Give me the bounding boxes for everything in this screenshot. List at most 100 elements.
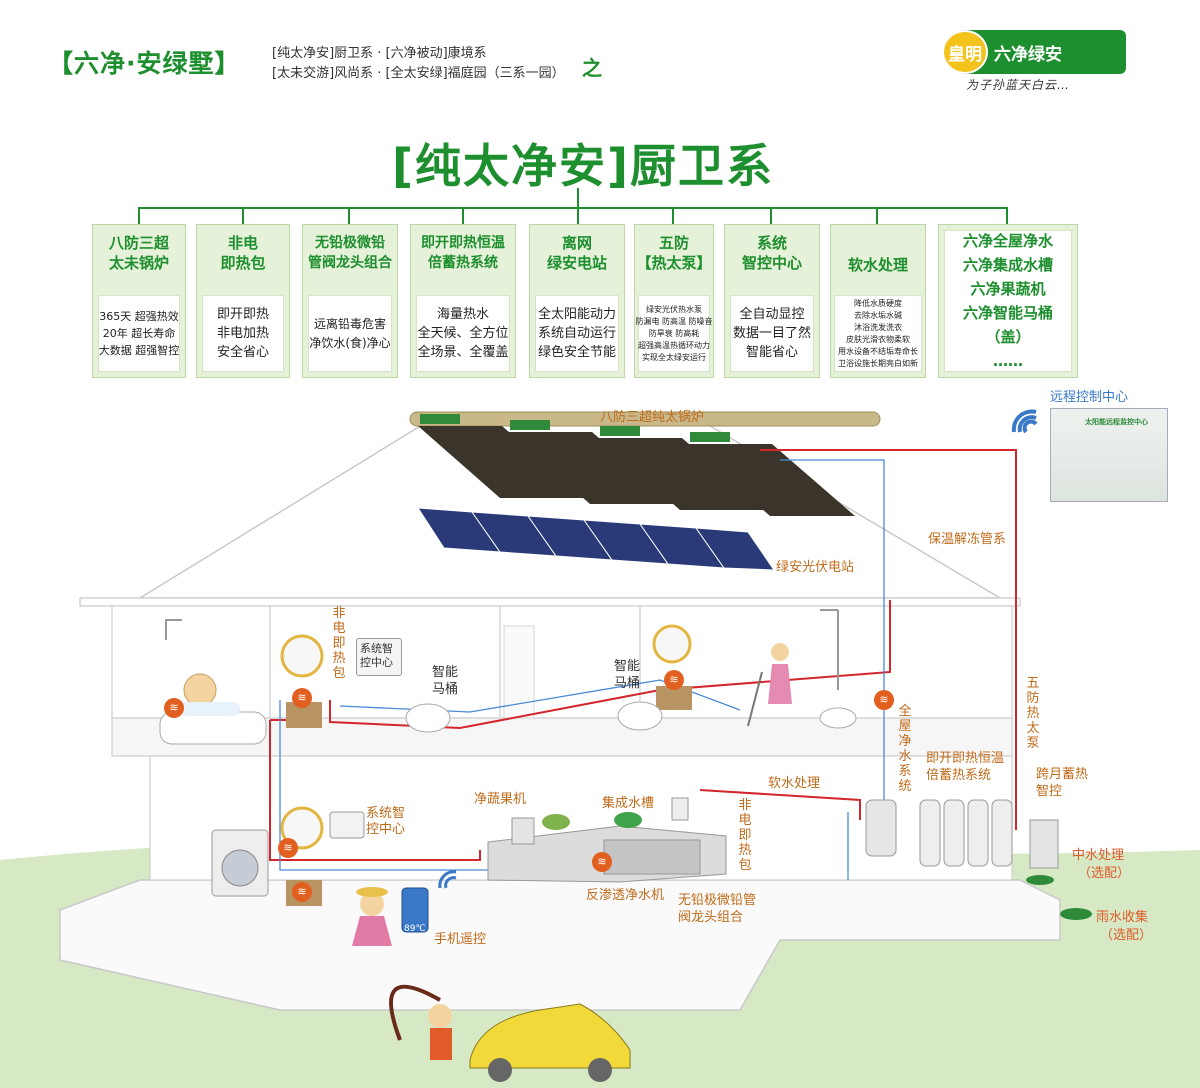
feature-card-smart-control: 系统智控中心 全自动显控 数据一目了然 智能省心 xyxy=(724,224,820,378)
feature-card-purification: 六净全屋净水 六净集成水槽 六净果蔬机 六净智能马桶（盖） …… xyxy=(938,224,1078,378)
tree-drop xyxy=(138,207,140,224)
smart-storage-label: 跨月蓄热智控 xyxy=(1036,767,1089,799)
feature-card-boiler: 八防三超太未锅炉 365天 超强热效 20年 超长寿命 大数据 超强智控 xyxy=(92,224,186,378)
card-body-line: 全场景、全覆盖 xyxy=(417,345,509,360)
feature-card-storage-system: 即开即热恒温倍蓄热系统 海量热水 全天候、全方位 全场景、全覆盖 xyxy=(410,224,516,378)
card-body-line: 实现全太绿安运行 xyxy=(642,352,706,362)
bathroom-mirror xyxy=(280,634,324,678)
tree-drop xyxy=(348,207,350,224)
tree-bar xyxy=(138,207,1008,209)
feature-card-heat-pump: 五防【热太泵】 绿安光伏热水泵 防漏电 防高温 防噪音 防旱衰 防高耗 超强高温… xyxy=(634,224,714,378)
card-body-line: 全太阳能动力 xyxy=(537,307,616,322)
remote-center-label: 远程控制中心 xyxy=(1050,390,1129,405)
control-panel-lower xyxy=(329,811,365,839)
tree-stem xyxy=(577,188,579,208)
whole-house-water-label: 全屋净水系统 xyxy=(898,704,912,794)
header-suffix: 之 xyxy=(582,56,602,80)
card-body-line: 365天 超强热效 xyxy=(99,310,179,323)
tree-drop xyxy=(1006,207,1008,224)
solar-collector-array xyxy=(409,411,881,516)
card-title-line: 软水处理 xyxy=(847,256,908,274)
card-body-line: 降低水质硬度 xyxy=(854,298,902,308)
bidet xyxy=(819,707,857,729)
feature-card-offgrid-station: 离网绿安电站 全太阳能动力 系统自动运行 绿色安全节能 xyxy=(529,224,625,378)
bathroom-mirror xyxy=(652,624,692,664)
card-title-line: 系统 xyxy=(756,234,787,252)
card-body-line: 皮肤光滑衣物柔软 xyxy=(846,334,910,344)
tree-drop xyxy=(242,207,244,224)
card-title-line: 离网 xyxy=(561,234,592,252)
person-mopping xyxy=(747,643,792,727)
card-body-line: 全自动显控 xyxy=(739,307,805,322)
card-body-line: 即开即热 xyxy=(216,307,269,322)
remote-screen-label: 太阳能远程监控中心 xyxy=(1085,418,1148,426)
card-body-line: 用水设备不结垢寿命长 xyxy=(838,346,918,356)
tree-drop xyxy=(577,207,579,224)
heater-icon: ≋ xyxy=(874,690,894,710)
bathtub xyxy=(159,619,267,745)
cold-water-pipes xyxy=(279,459,885,880)
heater-icon: ≋ xyxy=(592,852,612,872)
brand-logo-name: 六净绿安 xyxy=(994,44,1062,65)
card-body-line: 安全省心 xyxy=(216,345,269,360)
card-body-line: 20年 超长寿命 xyxy=(102,327,176,340)
card-body-line: 非电加热 xyxy=(216,326,269,341)
card-body-line: 超强高温热循环动力 xyxy=(638,340,710,350)
phone-temperature: 89℃ xyxy=(404,924,426,934)
house-diagram xyxy=(0,411,1200,1088)
card-title-line: 即开即热恒温 xyxy=(421,235,505,251)
water-treatment-units xyxy=(865,799,1059,869)
nonelec-heater-bottom-label: 非电即热包 xyxy=(738,798,752,873)
card-body-line: 防旱衰 防高耗 xyxy=(648,328,700,338)
card-body-line: 数据一目了然 xyxy=(732,326,811,341)
nonelec-heater-top-label: 非电即热包 xyxy=(332,606,346,681)
wifi-icon xyxy=(1011,409,1038,434)
card-title-line: 【热太泵】 xyxy=(636,254,712,272)
card-body-line: 智能省心 xyxy=(745,345,798,360)
purification-line: 六净集成水槽 xyxy=(962,256,1053,274)
purification-line: 六净智能马桶（盖） xyxy=(962,304,1053,346)
card-body-line: 海量热水 xyxy=(436,307,489,322)
tree-drop xyxy=(770,207,772,224)
card-body-line: 绿色安全节能 xyxy=(537,345,616,360)
grey-water-label: 中水处理 xyxy=(1072,848,1125,863)
smart-toilet-2 xyxy=(617,701,663,731)
card-title-line: 即热包 xyxy=(220,254,266,272)
tree-drop xyxy=(462,207,464,224)
upper-floor-wall xyxy=(111,605,1013,719)
card-body-line: 大数据 超强智控 xyxy=(98,344,180,357)
card-body-line: 防漏电 防高温 防噪音 xyxy=(635,316,713,326)
rainwater-optional: （选配） xyxy=(1100,928,1153,943)
boy-washing-car xyxy=(389,984,452,1060)
roof-eave xyxy=(79,597,1021,607)
card-title-line: 倍蓄热系统 xyxy=(428,255,498,271)
card-body-line: 沐浴洗发洗衣 xyxy=(854,322,902,332)
control-panel-top: 系统智控中心 xyxy=(356,638,402,676)
girl-with-phone xyxy=(352,887,429,946)
heater-icon: ≋ xyxy=(164,698,184,718)
pipe-system-label: 保温解冻管系 xyxy=(928,532,1007,547)
smart-toilet-1-label: 智能马桶 xyxy=(432,665,459,697)
wifi-icon xyxy=(438,870,457,889)
heater-icon: ≋ xyxy=(664,670,684,690)
rainwater-cover xyxy=(1060,908,1092,920)
tree-drop xyxy=(876,207,878,224)
card-title-line: 五防 xyxy=(658,234,689,252)
remote-control-room-image: 太阳能远程监控中心 xyxy=(1050,408,1168,502)
phone-remote-label: 手机遥控 xyxy=(434,932,487,947)
page-header-title: 【六净·安绿墅】 xyxy=(48,49,241,78)
pv-station-label: 绿安光伏电站 xyxy=(776,560,855,575)
brand-logo: 皇明 六净绿安 xyxy=(942,30,1126,74)
fruit-washer-label: 净蔬果机 xyxy=(474,792,527,807)
shower xyxy=(820,609,839,690)
sink-label: 集成水槽 xyxy=(602,796,655,811)
grey-water-optional: （选配） xyxy=(1078,866,1131,881)
brand-slogan: 为子孙蓝天白云… xyxy=(966,78,1071,92)
series-line-2: [太未交游]风尚系 · [全太安绿]福庭园（三系一园） xyxy=(272,66,565,81)
hot-water-pipes xyxy=(269,449,1017,861)
card-body-line: 绿安光伏热水泵 xyxy=(646,304,702,314)
pv-panel-array xyxy=(417,507,775,571)
card-body-line: 卫浴设施长期亮白如新 xyxy=(838,358,918,368)
faucet-combo-label: 无铅极微铅管阀龙头组合 xyxy=(678,893,757,925)
card-title-line: 管阀龙头组合 xyxy=(308,255,392,271)
